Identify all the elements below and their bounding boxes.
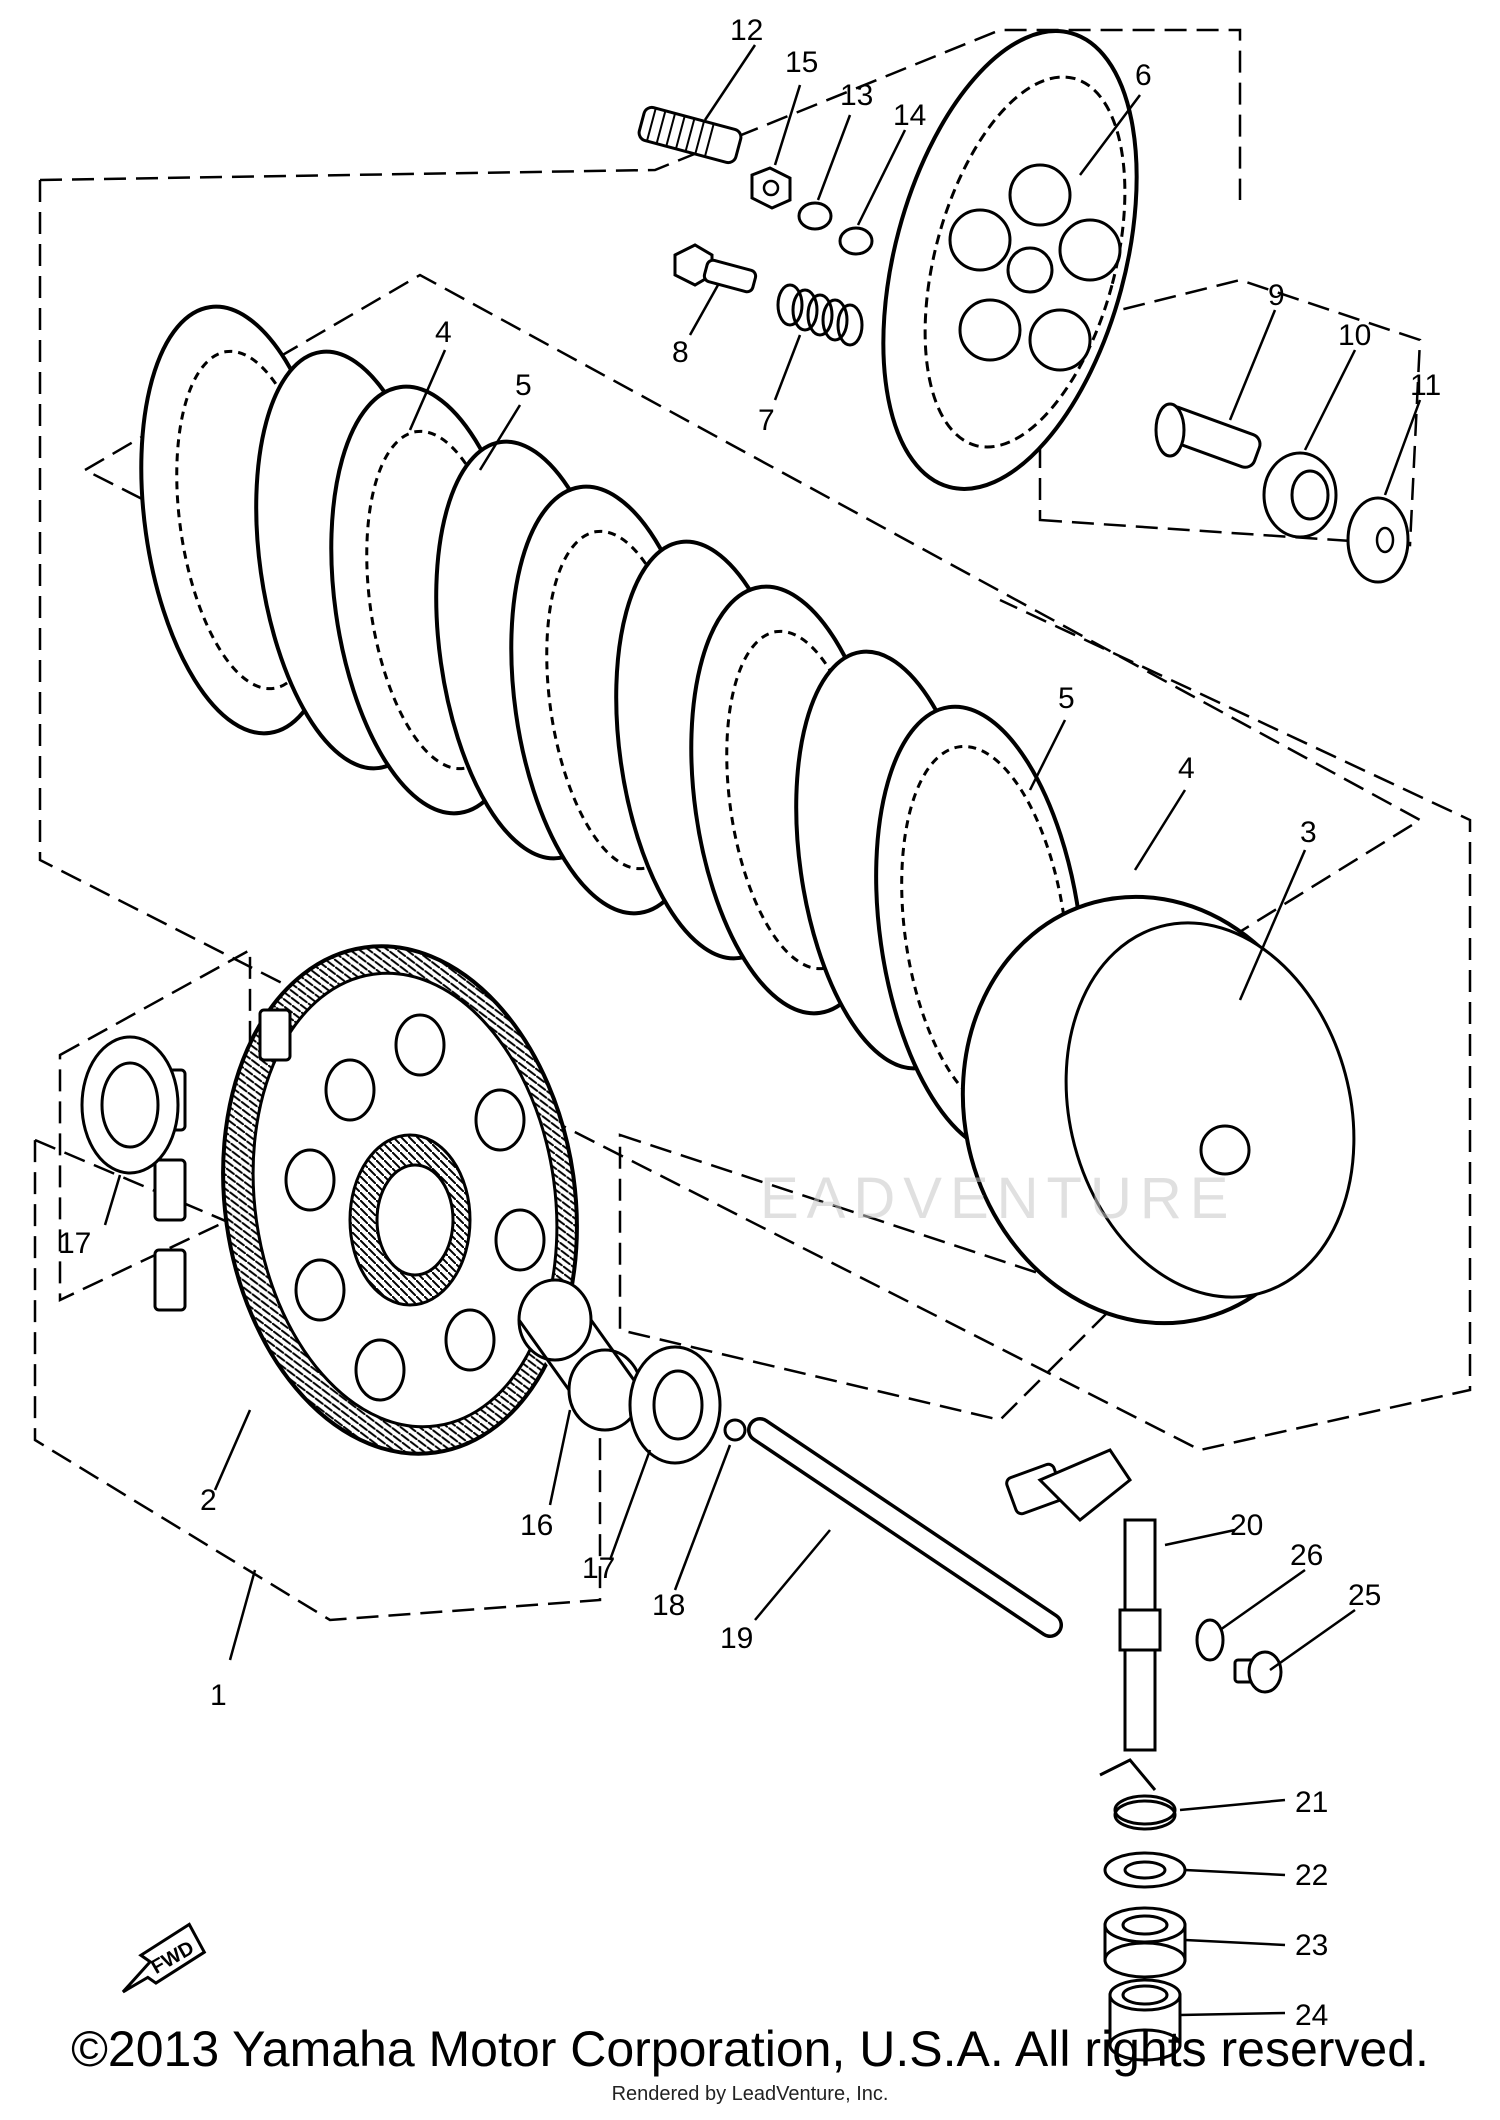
thrust-washer-17-left <box>80 1035 180 1175</box>
push-rod-9 <box>1154 402 1262 469</box>
callout-15: 15 <box>785 46 818 79</box>
stud-bolt-12 <box>637 105 743 165</box>
oil-seal-22 <box>1103 1851 1187 1889</box>
rendered-by-notice: Rendered by LeadVenture, Inc. <box>611 2083 889 2105</box>
callout-4b: 4 <box>1178 752 1195 785</box>
callout-26: 26 <box>1290 1539 1323 1572</box>
callout-11: 11 <box>1410 369 1441 402</box>
copyright-notice: ©2013 Yamaha Motor Corporation, U.S.A. A… <box>71 2021 1429 2077</box>
callout-6: 6 <box>1135 59 1152 92</box>
bolt-8 <box>673 243 758 294</box>
clutch-housing-gear-2 <box>153 944 579 1456</box>
callout-17: 17 <box>58 1227 91 1260</box>
callout-2: 2 <box>200 1484 217 1517</box>
callout-12: 12 <box>730 14 763 47</box>
callout-1: 1 <box>210 1679 227 1712</box>
spacer-16 <box>517 1278 643 1432</box>
callout-25: 25 <box>1348 1579 1381 1612</box>
spring-7 <box>776 283 864 347</box>
nut-15 <box>750 166 792 210</box>
callout-21: 21 <box>1295 1786 1328 1819</box>
callout-numbers: 1 2 3 4 4 5 5 6 7 8 9 10 11 12 13 14 15 … <box>58 14 1441 2032</box>
ball-18 <box>723 1418 747 1442</box>
callout-24: 24 <box>1295 1999 1328 2032</box>
washer-14 <box>838 226 874 256</box>
watermark: EADVENTURE <box>760 1166 1237 1231</box>
callout-20: 20 <box>1230 1509 1263 1542</box>
callout-19: 19 <box>720 1622 753 1655</box>
callout-5b: 5 <box>1058 682 1075 715</box>
leader-lines <box>103 44 1422 2017</box>
callout-17b: 17 <box>582 1552 615 1585</box>
screw-25 <box>1233 1650 1283 1694</box>
callout-4: 4 <box>435 316 452 349</box>
thrust-washer-17-center <box>628 1345 722 1465</box>
callout-16: 16 <box>520 1509 553 1542</box>
callout-5: 5 <box>515 369 532 402</box>
callout-23: 23 <box>1295 1929 1328 1962</box>
clutch-boss-3 <box>960 894 1356 1326</box>
callout-18: 18 <box>652 1589 685 1622</box>
return-spring-21 <box>1099 1758 1177 1831</box>
bearing-10 <box>1262 451 1338 539</box>
callout-10: 10 <box>1338 319 1371 352</box>
callout-7: 7 <box>758 404 775 437</box>
fwd-arrow-icon: FWD <box>121 1922 207 1994</box>
washer-26 <box>1195 1618 1225 1662</box>
callout-9: 9 <box>1268 279 1285 312</box>
push-lever-shaft-20 <box>1005 1448 1162 1752</box>
callout-3: 3 <box>1300 816 1317 849</box>
push-rod-19 <box>747 1417 1063 1638</box>
oil-seal-23 <box>1103 1906 1187 1979</box>
callout-8: 8 <box>672 336 689 369</box>
callout-22: 22 <box>1295 1859 1328 1892</box>
pressure-plate-6 <box>881 29 1139 491</box>
callout-14: 14 <box>893 99 926 132</box>
lock-washer-11 <box>1346 496 1410 584</box>
callout-13: 13 <box>840 79 873 112</box>
needle-bearing-24 <box>1108 1978 1182 2062</box>
washer-13 <box>797 201 833 231</box>
